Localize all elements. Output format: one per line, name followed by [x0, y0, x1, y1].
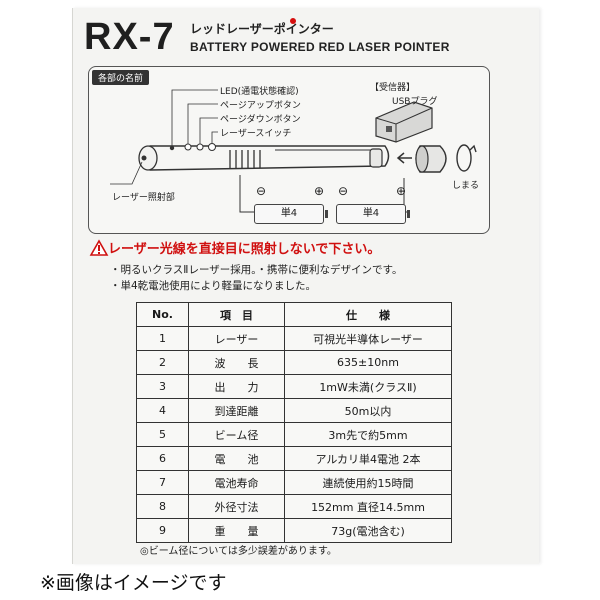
- label-receiver: 【受信器】: [370, 83, 416, 93]
- minus-icon: ⊖: [256, 184, 267, 198]
- product-name-jp: レッドレーザーポインター: [190, 22, 334, 36]
- cell-no: 5: [136, 422, 189, 447]
- cell-spec: 152mm 直径14.5mm: [284, 494, 452, 519]
- cell-spec: 1mW未満(クラスⅡ): [284, 374, 452, 399]
- cell-spec: 635±10nm: [284, 350, 452, 375]
- cell-no: 8: [136, 494, 189, 519]
- accent-dot: [290, 18, 296, 24]
- cell-spec: 50m以内: [284, 398, 452, 423]
- cell-no: 4: [136, 398, 189, 423]
- cell-no: 3: [136, 374, 189, 399]
- cell-no: 1: [136, 326, 189, 351]
- cell-item: 重 量: [188, 518, 285, 543]
- cell-spec: 可視光半導体レーザー: [284, 326, 452, 351]
- cell-item: 電 池: [188, 446, 285, 471]
- feature-line-2: ・単4乾電池使用により軽量になりました。: [110, 280, 316, 292]
- cell-item: レーザー: [188, 326, 285, 351]
- feature-line-1: ・明るいクラスⅡレーザー採用。・携帯に便利なデザインです。: [110, 264, 403, 276]
- label-usb-plug: USBプラグ: [392, 97, 438, 107]
- cell-item: 電池寿命: [188, 470, 285, 495]
- minus-icon: ⊖: [338, 184, 349, 198]
- cell-item: ビーム径: [188, 422, 285, 447]
- label-page-up: ページアップボタン: [220, 101, 301, 111]
- cell-item: 出 力: [188, 374, 285, 399]
- cell-item: 到達距離: [188, 398, 285, 423]
- cell-no: 7: [136, 470, 189, 495]
- cell-item: 波 長: [188, 350, 285, 375]
- cell-spec: 73g(電池含む): [284, 518, 452, 543]
- cell-no: 6: [136, 446, 189, 471]
- label-laser-switch: レーザースイッチ: [220, 129, 292, 139]
- spec-table-header: No. 項 目 仕 様: [136, 302, 452, 327]
- cell-spec: 連続使用約15時間: [284, 470, 452, 495]
- beam-note: ◎ビーム径については多少誤差があります。: [140, 546, 337, 557]
- label-led: LED(通電状態確認): [220, 87, 299, 97]
- model-number: RX-7: [84, 16, 175, 58]
- plus-icon: ⊕: [396, 184, 407, 198]
- safety-warning-text: レーザー光線を直接目に照射しないで下さい。: [108, 242, 381, 257]
- label-page-down: ページダウンボタン: [220, 115, 301, 125]
- plus-icon: ⊕: [314, 184, 325, 198]
- image-disclaimer: ※画像はイメージです: [40, 572, 227, 594]
- battery-2: 単4: [336, 204, 410, 224]
- parts-section-label: 各部の名前: [92, 70, 150, 85]
- header-spec: 仕 様: [284, 302, 452, 327]
- header-item: 項 目: [188, 302, 285, 327]
- cell-no: 2: [136, 350, 189, 375]
- cell-spec: 3m先で約5mm: [284, 422, 452, 447]
- safety-warning: レーザー光線を直接目に照射しないで下さい。: [92, 238, 380, 257]
- cell-no: 9: [136, 518, 189, 543]
- cell-item: 外径寸法: [188, 494, 285, 519]
- label-close: しまる: [452, 181, 480, 191]
- battery-1: 単4: [254, 204, 328, 224]
- header-no: No.: [136, 302, 189, 327]
- label-emitter: レーザー照射部: [112, 193, 175, 203]
- product-name-en: BATTERY POWERED RED LASER POINTER: [190, 40, 450, 54]
- cell-spec: アルカリ単4電池 2本: [284, 446, 452, 471]
